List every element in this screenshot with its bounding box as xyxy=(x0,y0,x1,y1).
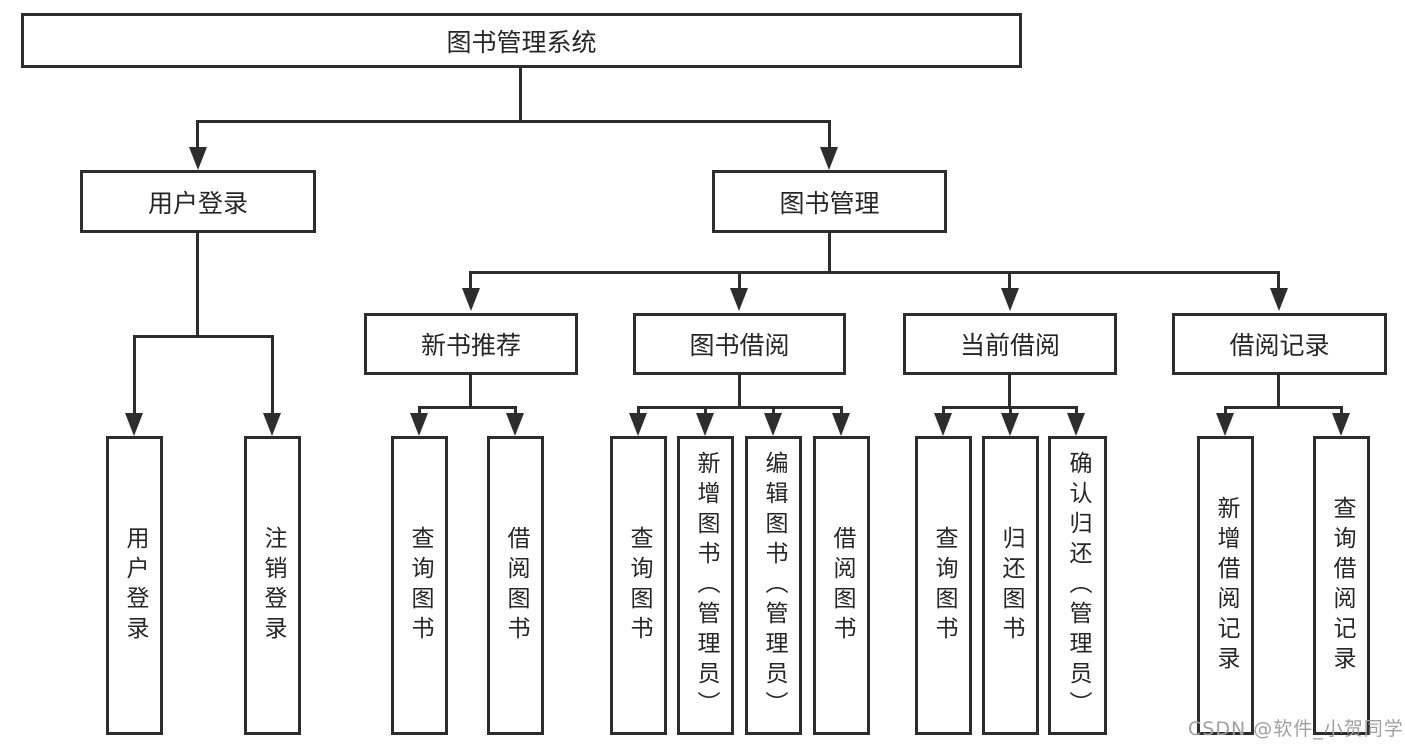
arrowhead-borrow-add xyxy=(696,413,714,436)
connector-borrow-bar xyxy=(637,406,843,409)
arrowhead-borrow-edit xyxy=(764,413,782,436)
leaf-user-login: 用户登录 xyxy=(106,436,163,735)
leaf-edit-book-admin: 编辑图书（管理员） xyxy=(745,436,802,735)
connector-userlogin-bar xyxy=(133,335,274,338)
node-book-management: 图书管理 xyxy=(712,170,947,233)
connector-drop-borrow-edit xyxy=(772,406,775,416)
connector-userlogin-stem xyxy=(196,231,199,338)
arrowhead-current-query xyxy=(934,413,952,436)
leaf-borrow-query-book: 查询图书 xyxy=(610,436,667,735)
connector-drop-current-borrow xyxy=(1008,271,1011,291)
connector-drop-borrow-query xyxy=(637,406,640,416)
arrowhead-rec-borrow xyxy=(506,413,524,436)
arrowhead-login-leaf xyxy=(125,413,143,436)
node-root-library-system: 图书管理系统 xyxy=(21,13,1022,68)
connector-record-stem xyxy=(1277,373,1280,409)
connector-drop-rec-borrow xyxy=(514,406,517,416)
watermark: CSDN @软件_小贺同学 xyxy=(1188,718,1404,740)
arrowhead-user-login xyxy=(189,147,207,170)
arrowhead-record-query xyxy=(1332,413,1350,436)
node-borrow-record: 借阅记录 xyxy=(1172,313,1387,375)
leaf-current-query-book: 查询图书 xyxy=(915,436,972,735)
connector-drop-borrow-add xyxy=(704,406,707,416)
arrowhead-borrow-borrow xyxy=(832,413,850,436)
arrowhead-current-return xyxy=(1001,413,1019,436)
connector-drop-current-query xyxy=(942,406,945,416)
connector-drop-rec-query xyxy=(418,406,421,416)
arrowhead-borrow-query xyxy=(629,413,647,436)
leaf-borrow-borrow-book: 借阅图书 xyxy=(813,436,870,735)
connector-drop-book-borrow xyxy=(738,271,741,291)
leaf-query-borrow-record: 查询借阅记录 xyxy=(1313,436,1370,735)
arrowhead-current-confirm xyxy=(1067,413,1085,436)
arrowhead-borrow-record xyxy=(1270,288,1288,311)
connector-drop-borrow-borrow xyxy=(840,406,843,416)
leaf-add-book-admin: 新增图书（管理员） xyxy=(677,436,734,735)
connector-root-stem xyxy=(519,66,522,122)
leaf-logout: 注销登录 xyxy=(244,436,301,735)
connector-drop-login-leaf xyxy=(133,335,136,415)
connector-rec-bar xyxy=(418,406,517,409)
connector-drop-record-query xyxy=(1340,406,1343,416)
connector-current-stem xyxy=(1008,373,1011,409)
node-book-borrow: 图书借阅 xyxy=(633,313,846,375)
connector-drop-new-book-rec xyxy=(469,271,472,291)
arrowhead-rec-query xyxy=(410,413,428,436)
arrowhead-current-borrow xyxy=(1001,288,1019,311)
connector-bookmgmt-stem xyxy=(828,231,831,274)
arrowhead-logout-leaf xyxy=(263,413,281,436)
connector-drop-book-mgmt xyxy=(828,120,831,150)
connector-bookmgmt-bar xyxy=(469,271,1280,274)
leaf-add-borrow-record: 新增借阅记录 xyxy=(1197,436,1254,735)
connector-drop-current-confirm xyxy=(1075,406,1078,416)
leaf-rec-query-book: 查询图书 xyxy=(391,436,448,735)
connector-borrow-stem xyxy=(738,373,741,409)
connector-drop-logout-leaf xyxy=(271,335,274,415)
connector-drop-record-add xyxy=(1224,406,1227,416)
arrowhead-book-borrow xyxy=(730,288,748,311)
connector-drop-current-return xyxy=(1009,406,1012,416)
connector-drop-user-login xyxy=(196,120,199,150)
arrowhead-book-mgmt xyxy=(820,147,838,170)
connector-rec-stem xyxy=(469,373,472,409)
node-new-book-recommend: 新书推荐 xyxy=(364,313,578,375)
leaf-confirm-return-admin: 确认归还（管理员） xyxy=(1048,436,1107,735)
connector-drop-borrow-record xyxy=(1277,271,1280,291)
connector-root-bar xyxy=(196,120,831,123)
leaf-return-book: 归还图书 xyxy=(982,436,1039,735)
arrowhead-record-add xyxy=(1216,413,1234,436)
node-current-borrow: 当前借阅 xyxy=(903,313,1117,375)
connector-record-bar xyxy=(1224,406,1343,409)
arrowhead-new-book-rec xyxy=(462,288,480,311)
node-user-login: 用户登录 xyxy=(80,170,316,233)
leaf-rec-borrow-book: 借阅图书 xyxy=(487,436,544,735)
